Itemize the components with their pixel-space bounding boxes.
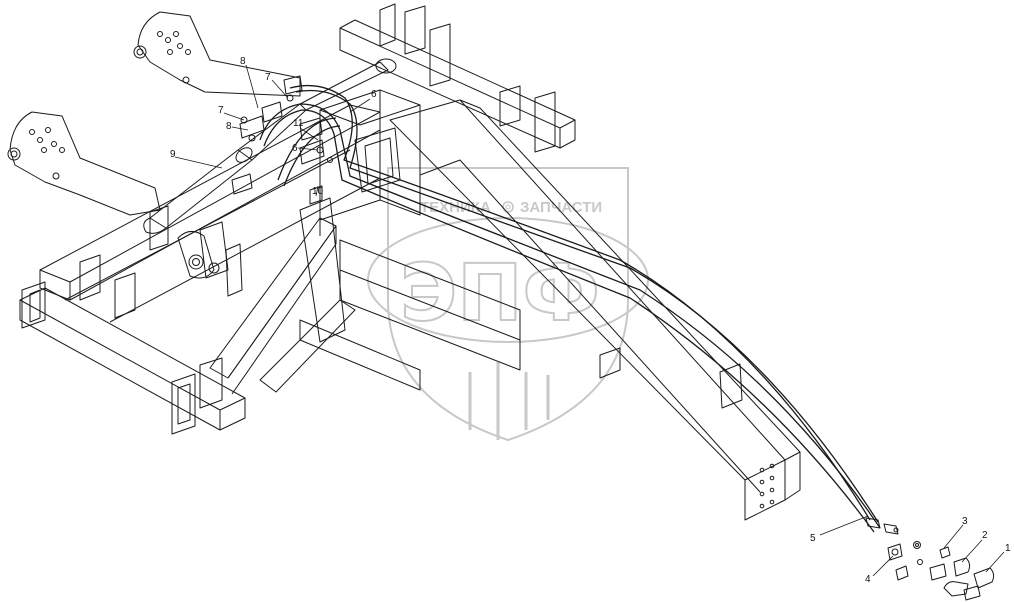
- callout-8-lower: 8: [226, 121, 232, 132]
- watermark-wheat-icon: [468, 362, 550, 440]
- callout-7-upper: 7: [265, 72, 271, 83]
- side-frame-plate: [299, 239, 521, 391]
- callout-3: 3: [962, 516, 968, 527]
- callout-2: 2: [982, 530, 988, 541]
- callout-5: 5: [810, 533, 816, 544]
- frame-line-art: [7, 3, 1005, 601]
- callout-6-upper: 6: [371, 89, 377, 100]
- loose-fittings: [887, 541, 995, 601]
- frame-brackets: [21, 254, 223, 435]
- callout-11: 11: [293, 118, 304, 129]
- watermark-oval: [367, 217, 649, 343]
- watermark-gear-icon: [502, 201, 514, 213]
- callout-10: 10: [312, 186, 324, 197]
- upper-lift-arm: [133, 11, 301, 97]
- callout-1: 1: [1005, 543, 1011, 554]
- hitch-uprights: [149, 205, 243, 297]
- callout-6-lower: 6: [292, 143, 298, 154]
- callout-9: 9: [170, 149, 176, 160]
- callout-8-upper: 8: [240, 56, 246, 67]
- drawbar: [389, 99, 801, 521]
- hydraulic-cylinder: [143, 58, 397, 234]
- leader-lines: [174, 64, 1005, 577]
- callout-7-lower: 7: [218, 105, 224, 116]
- callout-4: 4: [865, 574, 871, 585]
- lower-lift-arm: [7, 111, 161, 216]
- watermark-monogram: ЭПФ: [400, 249, 600, 339]
- diagonal-braces: [209, 197, 356, 395]
- watermark-text-right: ЗАПЧАСТИ: [520, 199, 602, 216]
- hydraulic-hoses: [259, 84, 881, 533]
- callout-labels: 1 2 3 4 5 6 6 7 7 8 8 9 10 11: [170, 56, 1011, 585]
- hose-ends: [865, 517, 899, 535]
- rear-frame-beam: [339, 3, 576, 153]
